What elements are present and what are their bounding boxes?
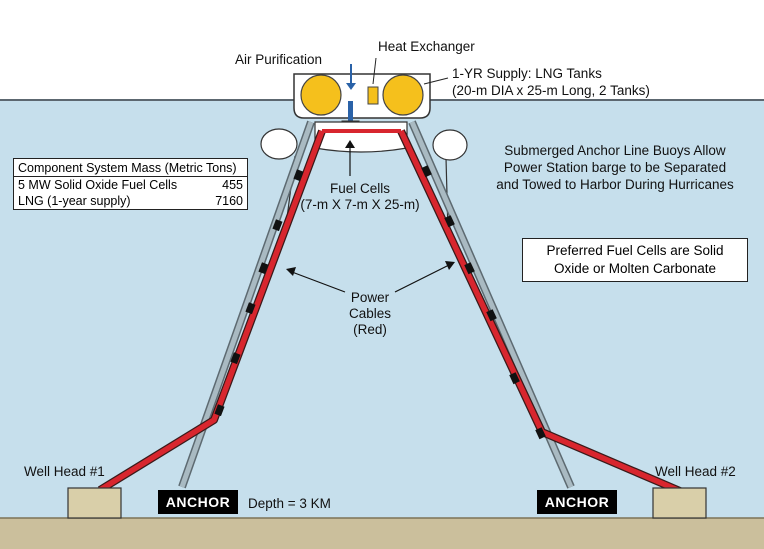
lng-tank-right (382, 74, 424, 116)
well-head-2 (652, 487, 707, 519)
cable-clamp (486, 309, 497, 322)
mass-row-value: 455 (222, 178, 243, 192)
power-cables-pointer-left-head (286, 267, 296, 276)
lng-tanks-label-line1: 1-YR Supply: LNG Tanks (452, 66, 602, 81)
buoys-note-line2: Power Station barge to be Separated (503, 160, 727, 175)
lng-tank-left (300, 74, 342, 116)
mass-row-value: 7160 (215, 194, 243, 208)
well-head-1 (67, 487, 122, 519)
fuel-cells-label-line1: Fuel Cells (329, 181, 391, 196)
depth-label: Depth = 3 KM (248, 496, 331, 511)
buoys-note-line3: and Towed to Harbor During Hurricanes (496, 177, 734, 192)
mass-row-label: LNG (1-year supply) (18, 194, 131, 208)
power-cables-pointer-left (291, 271, 346, 293)
cable-clamp (421, 165, 432, 178)
preferred-note-line2: Oxide or Molten Carbonate (553, 261, 717, 276)
buoys-note-line1: Submerged Anchor Line Buoys Allow (504, 143, 726, 158)
cable-clamp (272, 219, 283, 232)
cable-clamp (258, 262, 269, 275)
seabed (0, 518, 764, 549)
anchor-right: ANCHOR (537, 490, 617, 514)
mooring-line-right-core (409, 121, 574, 488)
buoy-left (260, 128, 298, 160)
power-cables-pointer-right (394, 264, 450, 293)
mass-row-label: 5 MW Solid Oxide Fuel Cells (18, 178, 178, 192)
cable-clamp (214, 404, 225, 417)
power-cables-label-line1: Power (350, 290, 390, 305)
mass-table-title: Component System Mass (Metric Tons) (14, 159, 247, 177)
preferred-fuel-cells-note: Preferred Fuel Cells are Solid Oxide or … (522, 238, 748, 282)
cable-clamp (230, 352, 241, 365)
annotation-pointers (286, 140, 455, 293)
lng-tank-pointer (423, 77, 449, 85)
preferred-note-line1: Preferred Fuel Cells are Solid (546, 243, 724, 258)
connection-pipe (348, 101, 353, 121)
anchor-left: ANCHOR (158, 490, 238, 514)
cable-clamps-left (214, 169, 304, 417)
cable-clamp (293, 169, 304, 182)
lng-tanks-label-line2: (20-m DIA x 25-m Long, 2 Tanks) (452, 83, 650, 98)
cable-clamps-right (421, 165, 546, 440)
power-cables-label-line2: Cables (348, 306, 392, 321)
well-head-2-label: Well Head #2 (655, 464, 736, 479)
cable-clamp (464, 262, 475, 275)
cable-clamp (535, 427, 546, 440)
component-mass-table: Component System Mass (Metric Tons) 5 MW… (13, 158, 248, 210)
mass-table-row: LNG (1-year supply) 7160 (14, 193, 247, 209)
power-cable-left (98, 130, 325, 493)
barge-lower-frame (314, 121, 408, 153)
cable-clamp (444, 215, 455, 228)
power-cables-label-line3: (Red) (353, 322, 387, 337)
buoy-right (432, 129, 468, 161)
power-cables-pointer-right-head (445, 261, 455, 270)
air-purification-label: Air Purification (235, 52, 323, 67)
heat-exchanger-label: Heat Exchanger (378, 39, 475, 54)
cable-clamp (245, 302, 256, 315)
fuel-cells-pointer-head (345, 140, 355, 148)
well-head-1-label: Well Head #1 (24, 464, 105, 479)
cable-clamp (509, 372, 520, 385)
mass-table-row: 5 MW Solid Oxide Fuel Cells 455 (14, 177, 247, 193)
heat-exchanger-pointer (372, 57, 377, 85)
fuel-cells-label-line2: (7-m X 7-m X 25-m) (300, 197, 420, 212)
air-intake-arrowhead (346, 83, 356, 90)
heat-exchanger-unit (367, 86, 379, 105)
